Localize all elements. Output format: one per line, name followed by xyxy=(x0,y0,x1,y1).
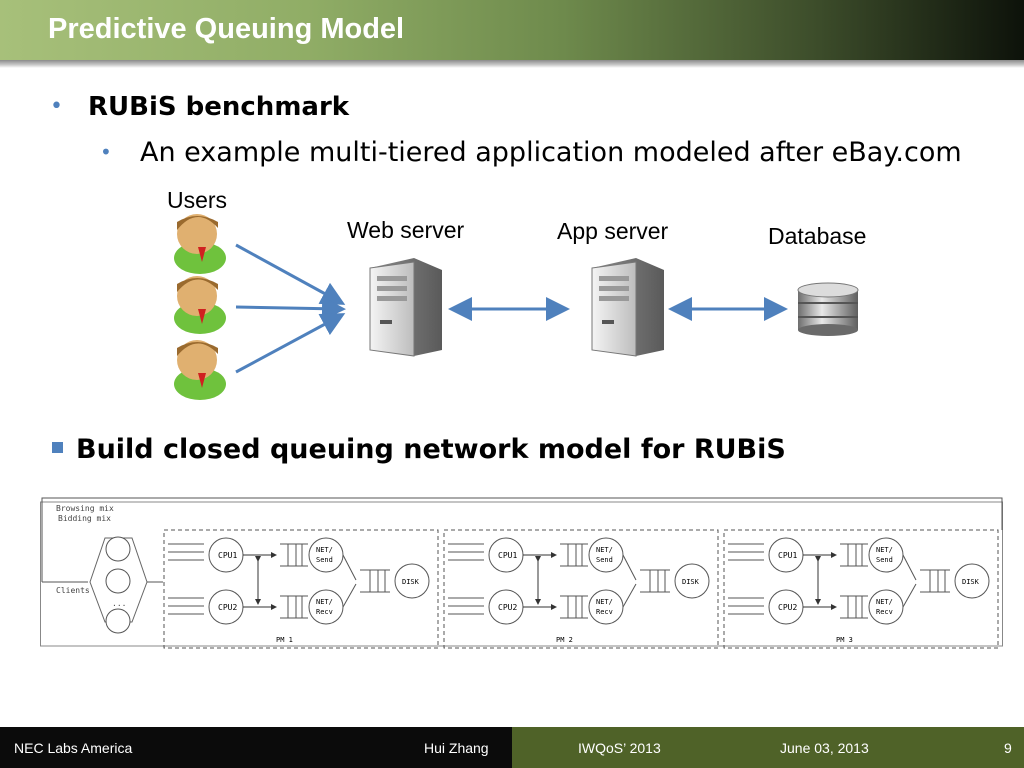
cpu1-label: CPU1 xyxy=(498,551,517,560)
client-node xyxy=(105,536,131,562)
net-send-label: NET/ xyxy=(596,546,613,554)
disk-label: DISK xyxy=(962,578,980,586)
bullet-queuing-model: Build closed queuing network model for R… xyxy=(76,434,786,465)
disk-node xyxy=(394,563,430,599)
pm-block: CPU1 NET/ Send CPU2 NET/ Recv DISK PM 2 xyxy=(443,529,719,649)
net-recv-label: Recv xyxy=(876,608,893,616)
footer-right xyxy=(512,727,1024,768)
disk-node xyxy=(674,563,710,599)
client-node xyxy=(105,608,131,634)
user-icon xyxy=(174,340,226,400)
net-recv-node xyxy=(588,589,624,625)
user-icon xyxy=(174,214,226,274)
users-label: Users xyxy=(167,187,228,213)
footer-conference: IWQoS’ 2013 xyxy=(578,740,661,756)
net-send-label: NET/ xyxy=(876,546,893,554)
mix-label: Browsing mix xyxy=(56,504,114,513)
bullet-rubis: RUBiS benchmark xyxy=(88,92,350,122)
square-bullet-icon xyxy=(52,442,63,453)
web-server-icon xyxy=(369,258,442,357)
user-icon xyxy=(174,276,226,334)
app-server-label: App server xyxy=(557,218,669,244)
net-recv-label: NET/ xyxy=(316,598,333,606)
cpu1-label: CPU1 xyxy=(778,551,797,560)
footer-left xyxy=(0,727,512,768)
web-server-label: Web server xyxy=(347,217,465,243)
net-recv-label: Recv xyxy=(596,608,613,616)
cpu2-label: CPU2 xyxy=(778,603,797,612)
disk-label: DISK xyxy=(682,578,700,586)
clients-ellipsis: ... xyxy=(112,599,126,608)
pm-label: PM 2 xyxy=(556,636,573,644)
net-recv-node xyxy=(308,589,344,625)
user-to-web-arrow xyxy=(235,243,346,305)
net-recv-node xyxy=(868,589,904,625)
sub-bullet-dot: • xyxy=(100,140,112,164)
net-recv-label: NET/ xyxy=(876,598,893,606)
database-label: Database xyxy=(768,223,867,249)
footer-org: NEC Labs America xyxy=(14,740,133,756)
user-to-web-arrow xyxy=(235,296,346,321)
net-send-label: NET/ xyxy=(316,546,333,554)
clients-label: Clients xyxy=(56,586,90,595)
cpu1-label: CPU1 xyxy=(218,551,237,560)
footer-author: Hui Zhang xyxy=(424,740,489,756)
title-bar xyxy=(0,0,1024,60)
client-node xyxy=(105,568,131,594)
disk-node xyxy=(954,563,990,599)
queuing-network-diagram: Browsing mix Bidding mix Clients ... CPU… xyxy=(40,497,1003,649)
net-send-node xyxy=(308,537,344,573)
cpu2-label: CPU2 xyxy=(218,603,237,612)
footer-page-number: 9 xyxy=(1004,740,1012,756)
net-recv-label: Recv xyxy=(316,608,333,616)
net-send-label: Send xyxy=(876,556,893,564)
app-server-icon xyxy=(591,258,664,357)
net-send-label: Send xyxy=(316,556,333,564)
architecture-diagram xyxy=(174,214,859,400)
footer-date: June 03, 2013 xyxy=(780,740,869,756)
mix-label: Bidding mix xyxy=(58,514,111,523)
net-send-node xyxy=(588,537,624,573)
slide-title: Predictive Queuing Model xyxy=(48,13,405,45)
user-to-web-arrow xyxy=(235,313,346,374)
pm-block: CPU1 NET/ Send CPU2 NET/ Recv DISK PM 1 xyxy=(163,529,439,649)
cpu2-label: CPU2 xyxy=(498,603,517,612)
database-icon xyxy=(797,282,859,336)
pm-block: CPU1 NET/ Send CPU2 NET/ Recv DISK PM 3 xyxy=(723,529,999,649)
sub-bullet-example: An example multi-tiered application mode… xyxy=(140,137,962,168)
disk-label: DISK xyxy=(402,578,420,586)
pm-label: PM 1 xyxy=(276,636,293,644)
pm-label: PM 3 xyxy=(836,636,853,644)
bullet-dot: • xyxy=(50,94,63,119)
net-recv-label: NET/ xyxy=(596,598,613,606)
net-send-label: Send xyxy=(596,556,613,564)
net-send-node xyxy=(868,537,904,573)
title-shadow xyxy=(0,60,1024,68)
